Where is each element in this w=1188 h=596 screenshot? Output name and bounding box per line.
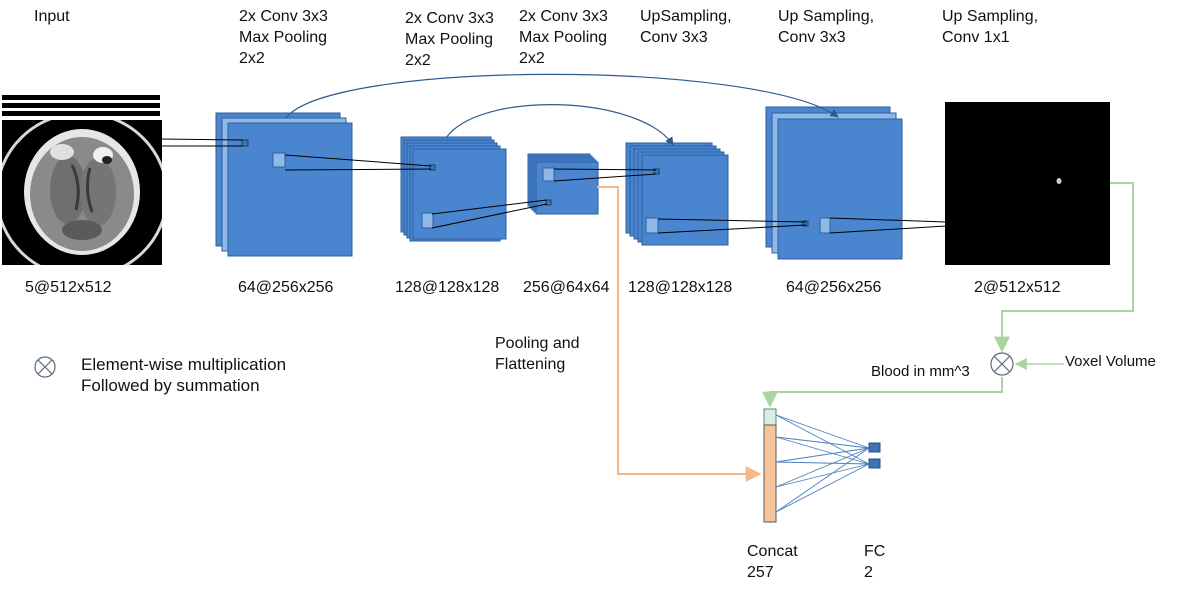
dim-label-input: 5@512x512: [25, 279, 112, 296]
legend-text: Element-wise multiplication Followed by …: [81, 355, 287, 395]
fc-label: FC 2: [864, 543, 886, 581]
skip-connection-arrow: [285, 73, 839, 119]
output-segmentation-map: [945, 102, 1110, 265]
voxel-volume-label: Voxel Volume: [1065, 353, 1156, 370]
concat-label: Concat 257: [747, 543, 798, 581]
feature-map-enc3: [527, 153, 599, 215]
input-ct-stack: [2, 95, 162, 265]
multiply-node: [990, 352, 1014, 376]
concat-vector: [763, 408, 777, 523]
fc-node: [868, 458, 881, 469]
fc-node: [868, 442, 881, 453]
dim-label-dec2: 64@256x256: [786, 279, 882, 296]
legend-multiply-icon: [34, 356, 56, 378]
dim-label-enc1: 64@256x256: [238, 279, 334, 296]
blood-volume-path: [762, 377, 1003, 408]
dim-label-enc2: 128@128x128: [395, 279, 500, 296]
feature-map-enc2: [400, 136, 507, 242]
stage-label-dec3: Up Sampling, Conv 1x1: [942, 8, 1039, 46]
dim-label-output: 2@512x512: [974, 279, 1061, 296]
fc-edges: [775, 414, 870, 513]
feature-map-dec2: [765, 106, 903, 260]
feature-map-dec1: [625, 142, 729, 246]
green-output-path: [994, 182, 1134, 353]
skip-connection-arrow: [445, 104, 674, 146]
pooling-flatten-path: [597, 186, 762, 482]
dim-label-dec1: 128@128x128: [628, 279, 733, 296]
receptive-field-lines: [159, 138, 947, 234]
stage-label-enc2: 2x Conv 3x3 Max Pooling 2x2: [405, 10, 494, 69]
stage-label-dec2: Up Sampling, Conv 3x3: [778, 8, 875, 46]
blood-volume-label: Blood in mm^3: [871, 363, 970, 380]
stage-label-dec1: UpSampling, Conv 3x3: [640, 8, 732, 46]
stage-label-enc3: 2x Conv 3x3 Max Pooling 2x2: [519, 8, 608, 67]
pooling-flattening-label: Pooling and Flattening: [495, 335, 580, 373]
dim-label-enc3: 256@64x64: [523, 279, 610, 296]
stage-label-enc1: 2x Conv 3x3 Max Pooling 2x2: [239, 8, 328, 67]
feature-map-enc1: [215, 112, 353, 257]
stage-label-input: Input: [34, 8, 70, 25]
